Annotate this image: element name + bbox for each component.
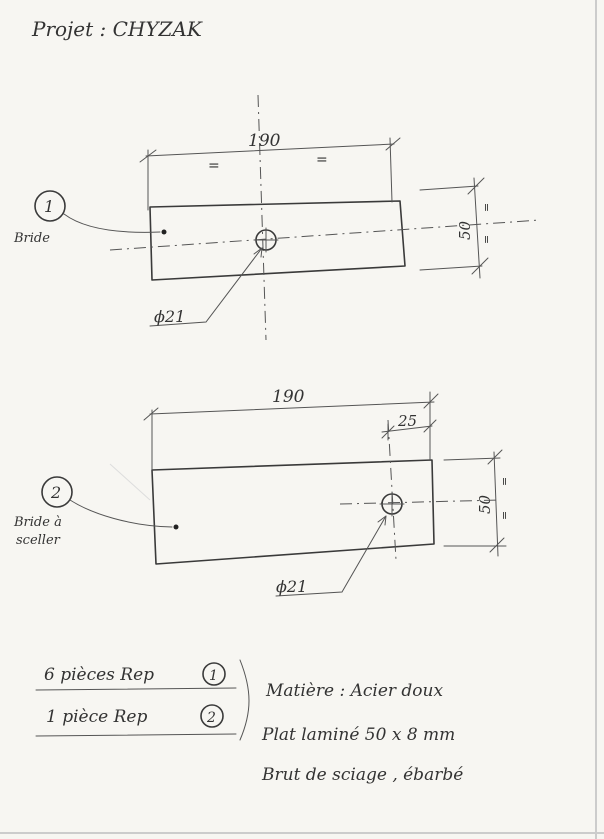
part2-tick-right: [423, 393, 439, 409]
part1-width-ext-top: [419, 185, 479, 191]
part1-width-equal-bottom: =: [480, 235, 493, 244]
part2-width-equal-top: =: [498, 477, 511, 486]
part2-dot: [173, 524, 179, 530]
part2-rep-bubble: [41, 476, 73, 508]
part1-width-ext-bottom: [419, 265, 483, 271]
part2-width-equal-bottom: =: [498, 511, 511, 520]
notes-qty1-rep: 1: [209, 668, 218, 684]
notes-finish: Brut de sciage , ébarbé: [261, 765, 463, 785]
part2-dim-line: [149, 401, 435, 415]
part2-rep-leader: [69, 499, 173, 528]
notes-stock: Plat laminé 50 x 8 mm: [261, 725, 455, 745]
part2-name-line1: Bride à: [13, 515, 62, 530]
part1-hole-leader: [149, 247, 263, 327]
part1-length-label: 190: [248, 131, 281, 151]
part2-tick-left: [143, 407, 159, 421]
part2-width-tick-top: [487, 449, 503, 465]
part2-horizontal-centerline: [339, 499, 501, 505]
part2-width-tick-bottom: [489, 537, 505, 553]
part2-plate: [151, 459, 435, 565]
part1-hole-arrow: [253, 247, 263, 258]
part1-width-label: 50: [456, 220, 474, 240]
notes-brace: [239, 659, 250, 741]
part1-rep-leader: [63, 213, 161, 233]
part2-hole-label: ϕ21: [276, 577, 307, 596]
notes-material: Matière : Acier doux: [265, 681, 443, 701]
part2-hole-arrow: [377, 515, 387, 526]
part2-offset-label: 25: [397, 412, 417, 430]
part2-offset-dim-line: [381, 425, 433, 433]
part1-width-dim-line: [473, 177, 481, 279]
part2-name-line2: sceller: [16, 533, 61, 548]
part1-width-equal-top: =: [480, 203, 493, 212]
notes-qty1-rep-bubble: [202, 662, 226, 686]
part1-drawing: 190 = = 50 = = 1 Bride ϕ21: [13, 94, 541, 341]
part2-vertical-centerline: [387, 419, 397, 561]
part2-drawing: 190 25 50 = = 2 Bride à sceller ϕ21: [13, 387, 511, 597]
part1-tick-left: [139, 149, 157, 163]
part1-tick-right: [385, 137, 401, 151]
part1-horizontal-centerline: [109, 219, 541, 251]
part1-hole-label: ϕ21: [154, 307, 185, 326]
part2-width-dim-line: [493, 451, 499, 557]
part2-faint-mark: [109, 463, 151, 501]
part2-rep-number: 2: [50, 483, 61, 502]
part2-width-ext-top: [443, 457, 501, 461]
part1-ext-right: [389, 137, 393, 203]
notes-qty2-underline: [35, 733, 237, 737]
part2-offset-tick-left: [381, 425, 395, 439]
part1-rep-number: 1: [44, 197, 54, 216]
part2-length-label: 190: [272, 387, 305, 407]
part1-vertical-centerline: [257, 94, 267, 341]
notes-qty1: 6 pièces Rep: [44, 665, 154, 685]
notes-qty2-rep-bubble: [200, 704, 224, 728]
part2-hole-leader: [275, 515, 387, 597]
part1-name: Bride: [13, 231, 50, 246]
notes-block: 6 pièces Rep 1 1 pièce Rep 2 Matière : A…: [35, 659, 463, 785]
part1-width-tick-bottom: [471, 257, 489, 275]
part1-plate: [149, 200, 406, 281]
part1-equal-left: =: [208, 158, 220, 174]
project-title: Projet : CHYZAK: [31, 17, 203, 41]
part1-dot: [161, 229, 167, 235]
part1-equal-right: =: [316, 152, 328, 168]
part2-offset-tick-right: [423, 419, 437, 433]
part1-dim-line: [145, 143, 395, 157]
notes-qty1-underline: [35, 687, 237, 691]
part1-width-tick-top: [467, 177, 485, 195]
part2-width-label: 50: [476, 494, 494, 514]
part1-rep-bubble: [34, 190, 66, 222]
notes-qty2: 1 pièce Rep: [46, 707, 147, 727]
notes-qty2-rep: 2: [206, 710, 216, 726]
